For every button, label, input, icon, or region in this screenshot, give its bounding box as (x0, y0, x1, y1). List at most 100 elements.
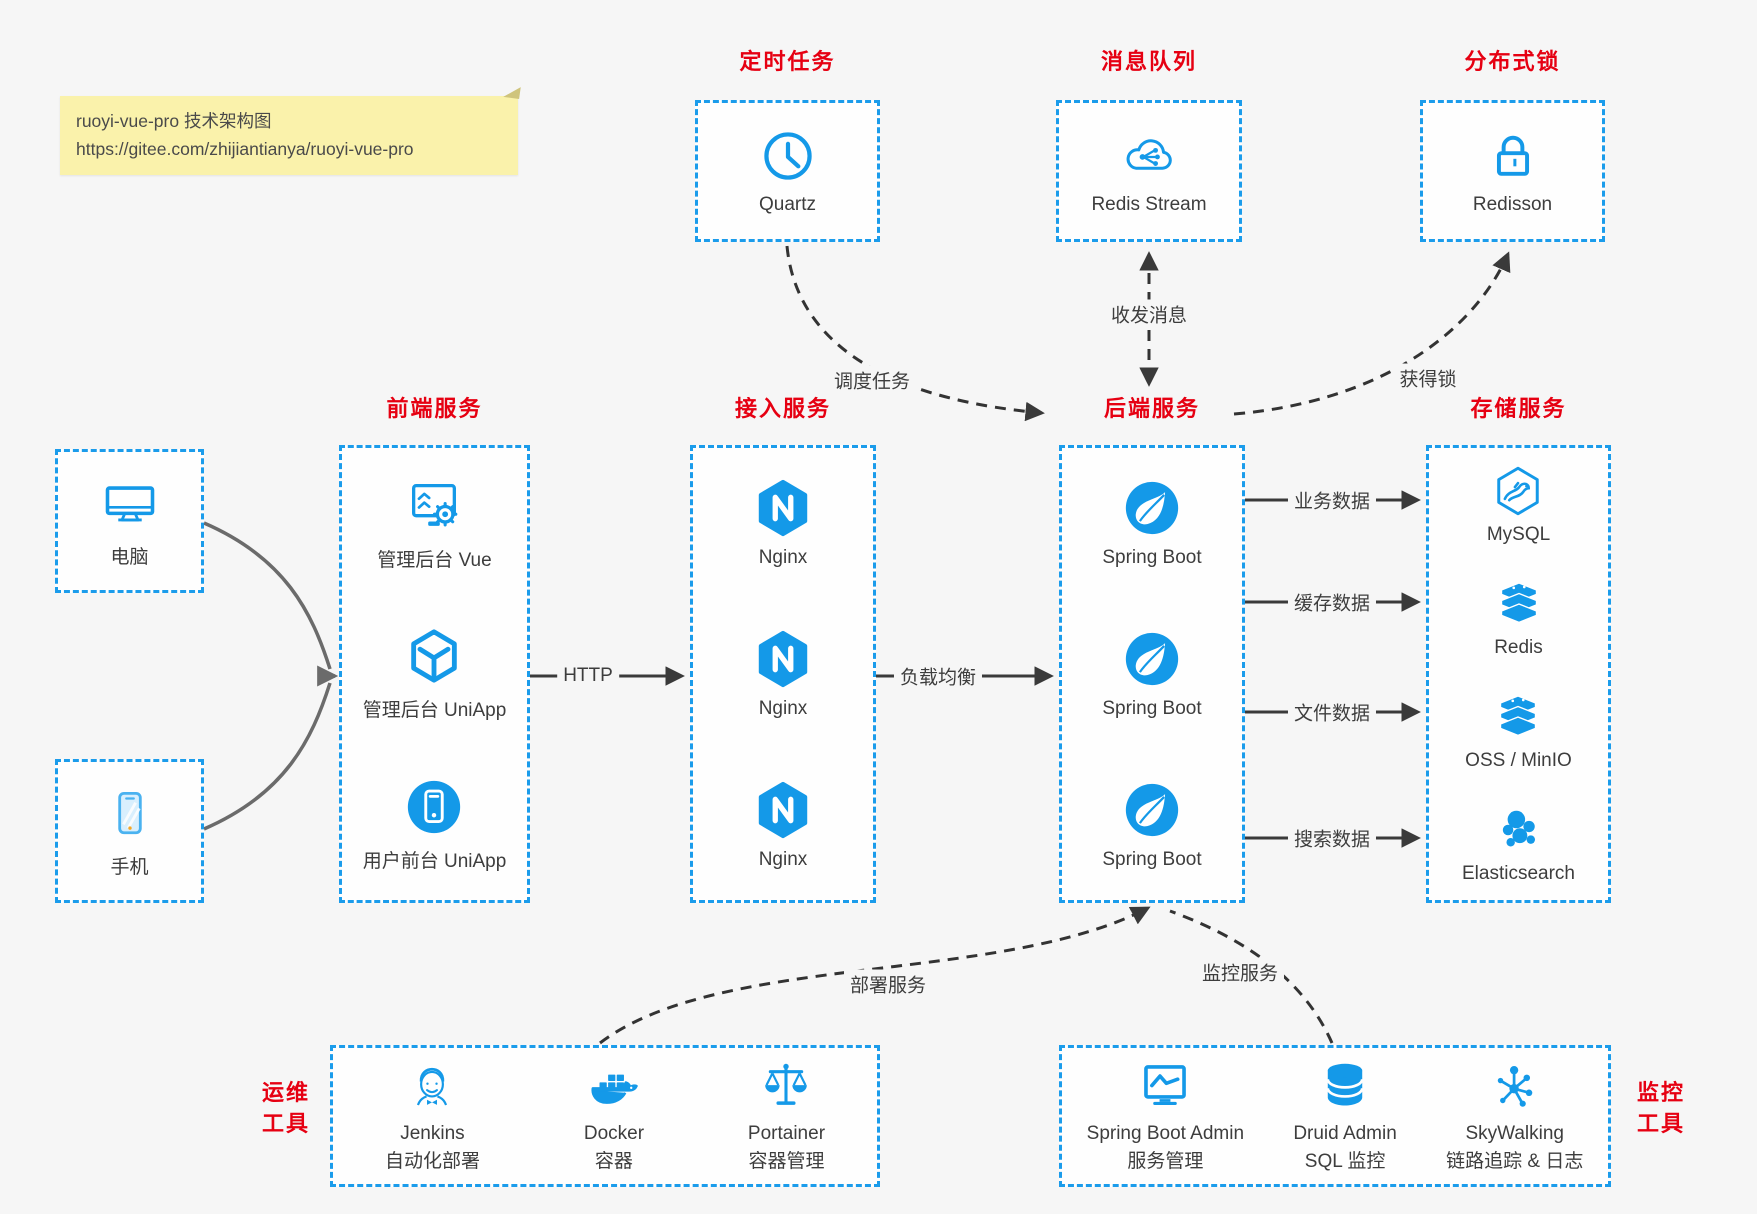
spring-boot-icon (1121, 628, 1183, 690)
uniapp-cube-icon (403, 625, 465, 687)
node-portainer: Portainer 容器管理 (748, 1057, 825, 1175)
node-sublabel: 容器管理 (748, 1150, 825, 1172)
node-mysql: MySQL (1487, 463, 1550, 546)
node-admin-vue: 管理后台 Vue (377, 475, 492, 572)
edge-label-schedule-task: 调度任务 (827, 365, 917, 395)
node-sublabel: 服务管理 (1127, 1150, 1204, 1172)
group-box-frontend: 管理后台 Vue 管理后台 UniApp 用户前台 UniApp (339, 445, 530, 903)
redis-stack-icon (1491, 576, 1547, 632)
node-label: Portainer 容器管理 (748, 1120, 825, 1175)
group-title-storage: 存储服务 (1470, 396, 1567, 421)
edge-schedule-task (785, 245, 1045, 422)
edge-label-acquire-lock: 获得锁 (1393, 363, 1463, 393)
node-label-line: SkyWalking (1465, 1122, 1564, 1144)
edge-label-monitor-service: 监控服务 (1195, 957, 1285, 987)
mysql-icon (1490, 463, 1546, 519)
node-label: Spring Boot Admin 服务管理 (1087, 1120, 1244, 1175)
edge-label-search-data: 搜索数据 (1287, 823, 1377, 853)
group-title-distributed-lock: 分布式锁 (1464, 49, 1561, 74)
node-label: MySQL (1486, 524, 1551, 545)
node-label: Quartz (758, 194, 817, 215)
node-label: Nginx (758, 848, 808, 870)
group-box-storage: MySQL Redis OSS / MinIO Elasticsearch (1426, 445, 1611, 903)
sticky-note: ruoyi-vue-pro 技术架构图 https://gitee.com/zh… (60, 96, 518, 175)
node-label-line: Jenkins (400, 1122, 465, 1144)
node-label: Docker 容器 (584, 1120, 644, 1175)
node-phone: 手机 (58, 762, 201, 900)
node-pc: 电脑 (58, 452, 201, 590)
node-user-uniapp: 用户前台 UniApp (362, 776, 507, 873)
edge-label-load-balance: 负载均衡 (893, 661, 983, 691)
edge-label-business-data: 业务数据 (1287, 485, 1377, 515)
edge-label-file-data: 文件数据 (1287, 697, 1377, 727)
node-quartz: Quartz (698, 103, 877, 239)
group-title-monitor-tools: 监控 工具 (1625, 1078, 1697, 1140)
group-box-scheduled-task: Quartz (695, 100, 880, 242)
storage-stack-icon (1490, 689, 1546, 745)
node-label: Nginx (758, 697, 808, 719)
node-sublabel: SQL 监控 (1304, 1150, 1386, 1172)
desktop-icon (100, 474, 160, 534)
node-label: Druid Admin SQL 监控 (1293, 1120, 1397, 1175)
node-nginx-3: Nginx (752, 779, 814, 871)
edge-monitor-service (1169, 909, 1334, 1044)
node-spring-boot-3: Spring Boot (1102, 779, 1202, 871)
group-box-ops-tools: Jenkins 自动化部署 Docker 容器 Portainer 容器管理 (330, 1045, 880, 1187)
node-label: 手机 (110, 856, 149, 878)
spring-boot-admin-icon (1136, 1057, 1194, 1115)
group-box-distributed-lock: Redisson (1420, 100, 1605, 242)
lock-icon (1483, 126, 1543, 186)
group-box-message-queue: Redis Stream (1056, 100, 1242, 242)
node-label: Spring Boot (1102, 697, 1202, 719)
edge-label-send-receive-msg: 收发消息 (1104, 299, 1194, 329)
client-box-pc: 电脑 (55, 449, 204, 593)
node-jenkins: Jenkins 自动化部署 (385, 1057, 480, 1175)
group-title-line: 运维 (261, 1080, 310, 1105)
group-title-line: 工具 (1636, 1110, 1685, 1136)
node-nginx-1: Nginx (752, 477, 814, 569)
node-label: 电脑 (110, 546, 149, 568)
edge-phone-to-frontend (203, 682, 332, 831)
spring-boot-icon (1121, 477, 1183, 539)
node-skywalking: SkyWalking 链路追踪 & 日志 (1446, 1057, 1583, 1175)
node-sublabel: 链路追踪 & 日志 (1446, 1150, 1584, 1172)
node-label: Redis Stream (1091, 194, 1207, 215)
node-label-line: Docker (583, 1122, 645, 1144)
clock-icon (758, 126, 818, 186)
node-sublabel: 自动化部署 (384, 1150, 480, 1172)
nginx-icon (752, 779, 814, 841)
node-label-line: Spring Boot Admin (1086, 1122, 1245, 1144)
node-label: Redis (1494, 637, 1543, 658)
group-title-frontend: 前端服务 (386, 396, 483, 421)
node-redisson: Redisson (1423, 103, 1602, 239)
node-label: 用户前台 UniApp (362, 851, 507, 873)
note-title: ruoyi-vue-pro 技术架构图 (76, 111, 272, 131)
note-repo-url: https://gitee.com/zhijiantianya/ruoyi-vu… (76, 139, 414, 159)
node-redis-stream: Redis Stream (1059, 103, 1239, 239)
node-spring-boot-admin: Spring Boot Admin 服务管理 (1087, 1057, 1244, 1175)
edge-label-http: HTTP (557, 664, 619, 688)
nginx-icon (752, 477, 814, 539)
group-title-line: 监控 (1636, 1080, 1685, 1105)
node-admin-uniapp: 管理后台 UniApp (363, 625, 506, 722)
group-title-line: 工具 (261, 1110, 310, 1136)
portainer-icon (757, 1057, 815, 1115)
group-box-monitor-tools: Spring Boot Admin 服务管理 Druid Admin SQL 监… (1059, 1045, 1611, 1187)
elasticsearch-icon (1491, 802, 1547, 858)
node-oss-minio: OSS / MinIO (1465, 689, 1572, 772)
spring-boot-icon (1121, 779, 1183, 841)
node-spring-boot-1: Spring Boot (1102, 477, 1202, 569)
node-label: Elasticsearch (1462, 863, 1575, 884)
group-title-backend: 后端服务 (1103, 396, 1200, 421)
node-elasticsearch: Elasticsearch (1462, 802, 1575, 885)
edge-label-deploy-service: 部署服务 (843, 969, 933, 999)
node-redis: Redis (1491, 576, 1547, 659)
cloud-stream-icon (1119, 126, 1179, 186)
edge-pc-to-frontend (203, 521, 332, 670)
druid-icon (1316, 1057, 1374, 1115)
edge-label-cache-data: 缓存数据 (1287, 587, 1377, 617)
node-label: Redisson (1472, 194, 1553, 215)
node-label: Spring Boot (1102, 848, 1202, 870)
node-label: Spring Boot (1102, 547, 1202, 569)
